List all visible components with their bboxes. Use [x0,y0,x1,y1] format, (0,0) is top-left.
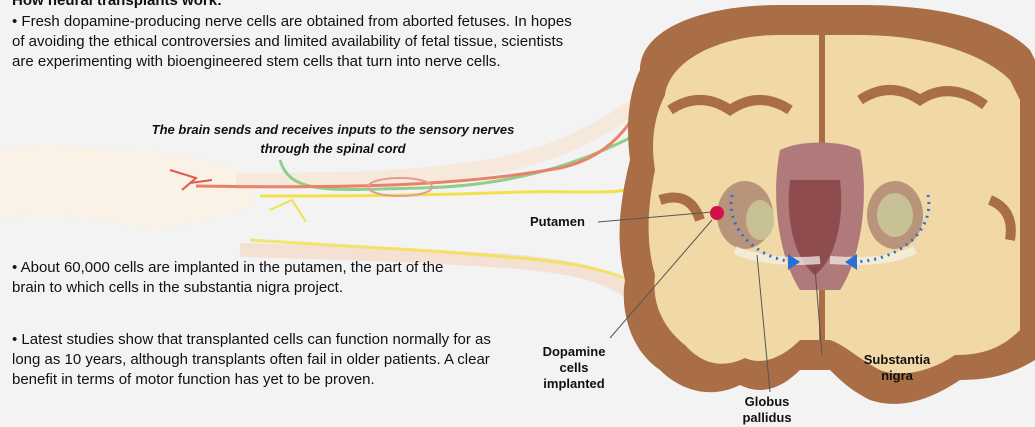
caption-spinal-cord: The brain sends and receives inputs to t… [143,120,523,158]
brain-cross-section [620,5,1035,404]
label-dopamine-cells: Dopamine cells implanted [530,344,618,392]
label-putamen: Putamen [530,214,585,230]
page-heading: How neural transplants work: [12,0,222,9]
bullet-obtaining-cells: • Fresh dopamine-producing nerve cells a… [12,12,587,72]
label-globus-pallidus: Globus pallidus [732,394,802,426]
implant-dot [710,206,724,220]
bullet-studies: • Latest studies show that transplanted … [12,330,510,390]
label-substantia-nigra: Substantia nigra [852,352,942,384]
bullet-implant-count: • About 60,000 cells are implanted in th… [12,258,467,298]
